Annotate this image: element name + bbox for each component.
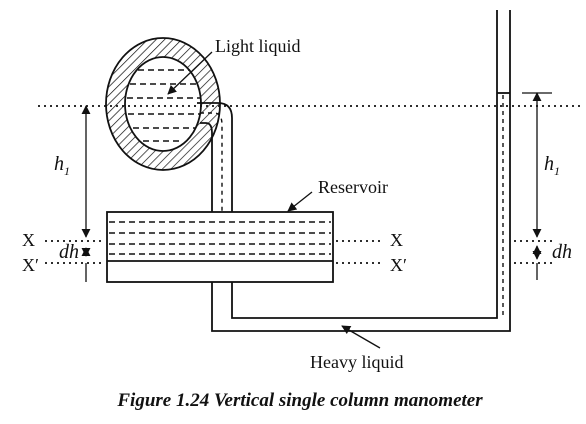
connecting-tube <box>197 102 233 212</box>
light-liquid-label: Light liquid <box>215 36 301 56</box>
x-prime-label-left: X′ <box>22 255 39 275</box>
heavy-liquid-label: Heavy liquid <box>310 352 403 372</box>
reservoir <box>106 211 334 283</box>
datum-lines <box>38 105 580 264</box>
right-dimension-arrows <box>522 92 552 280</box>
reservoir-leader <box>287 191 313 212</box>
x-prime-label-right: X′ <box>390 255 407 275</box>
figure-caption: Figure 1.24 Vertical single column manom… <box>116 390 483 411</box>
column-liquid-level <box>497 92 510 316</box>
dh-label-left: dh <box>59 241 79 263</box>
light-liquid-leader <box>167 51 213 95</box>
h1-label-left: h1 <box>54 153 70 178</box>
reservoir-label: Reservoir <box>318 177 388 197</box>
pipe-liquid-dashes <box>127 69 200 142</box>
h1-label-right: h1 <box>544 153 560 178</box>
dh-label-right: dh <box>552 241 572 263</box>
heavy-liquid-tube <box>211 10 511 332</box>
x-label-right: X <box>390 230 403 250</box>
x-label-left: X <box>22 230 35 250</box>
pipe-cross-section <box>105 37 221 171</box>
heavy-liquid-leader <box>341 325 381 349</box>
